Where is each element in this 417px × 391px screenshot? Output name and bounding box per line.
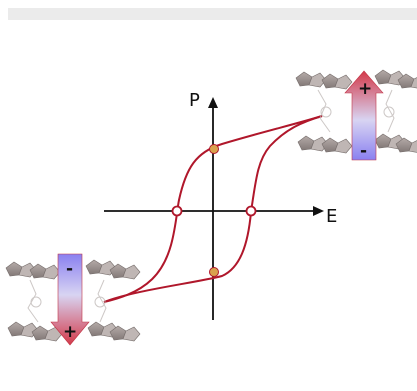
hysteresis-loop <box>103 115 323 303</box>
coercive-point-positive <box>245 205 257 217</box>
crystal-structure-down: - + <box>5 253 141 346</box>
y-axis-arrowhead <box>208 97 218 108</box>
remanent-point-negative <box>209 267 219 277</box>
y-axis-label: P <box>189 90 200 111</box>
axes: P E <box>104 90 337 320</box>
top-band <box>8 8 417 20</box>
x-axis-arrowhead <box>313 206 324 216</box>
dipole-up-positive-sign: + <box>358 79 372 99</box>
remanent-point-positive <box>209 144 219 154</box>
loop-markers <box>171 144 257 277</box>
crystal-structure-up: + - <box>295 69 417 161</box>
coercive-point-negative <box>171 205 183 217</box>
dipole-down-positive-sign: + <box>63 322 77 342</box>
crystal-linkers-left <box>27 279 107 323</box>
dipole-up-negative-sign: - <box>360 141 367 161</box>
dipole-down-negative-sign: - <box>66 259 73 279</box>
crystal-linkers-right <box>317 89 395 133</box>
x-axis-label: E <box>326 206 337 227</box>
dipole-arrow-down <box>50 253 90 346</box>
lower-branch <box>103 115 323 303</box>
upper-branch <box>103 115 323 303</box>
dipole-arrow-up <box>344 70 384 161</box>
